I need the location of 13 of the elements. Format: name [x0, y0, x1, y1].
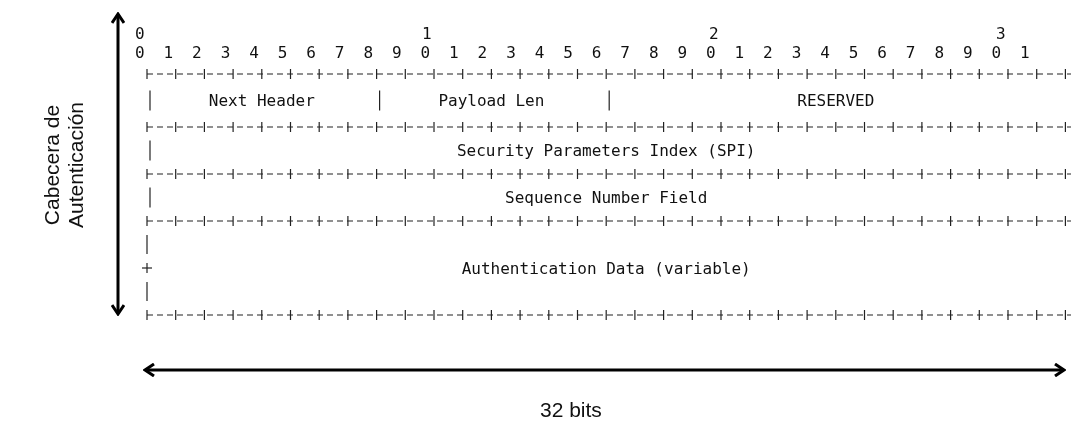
field-name: RESERVED: [797, 91, 875, 110]
field-name: Next Header: [208, 91, 315, 110]
dimension-label: 32 bits: [540, 398, 602, 422]
field-name: Sequence Number Field: [505, 188, 708, 207]
field-name: Security Parameters Index (SPI): [456, 141, 756, 160]
field-name: Payload Len: [438, 91, 545, 110]
bit-tens-number: 2: [709, 24, 719, 43]
bit-tens-number: 0: [135, 24, 145, 43]
bit-tens-number: 1: [422, 24, 432, 43]
axis-label: Cabecera de Autenticación: [40, 100, 88, 231]
bit-tens-number: 3: [996, 24, 1006, 43]
bit-index-row: 0 1 2 3 4 5 6 7 8 9 0 1 2 3 4 5 6 7 8 9 0 1 2 3 4 5 6 7 8 9 0 1: [135, 43, 1035, 62]
field-name: Authentication Data (variable): [461, 258, 751, 278]
